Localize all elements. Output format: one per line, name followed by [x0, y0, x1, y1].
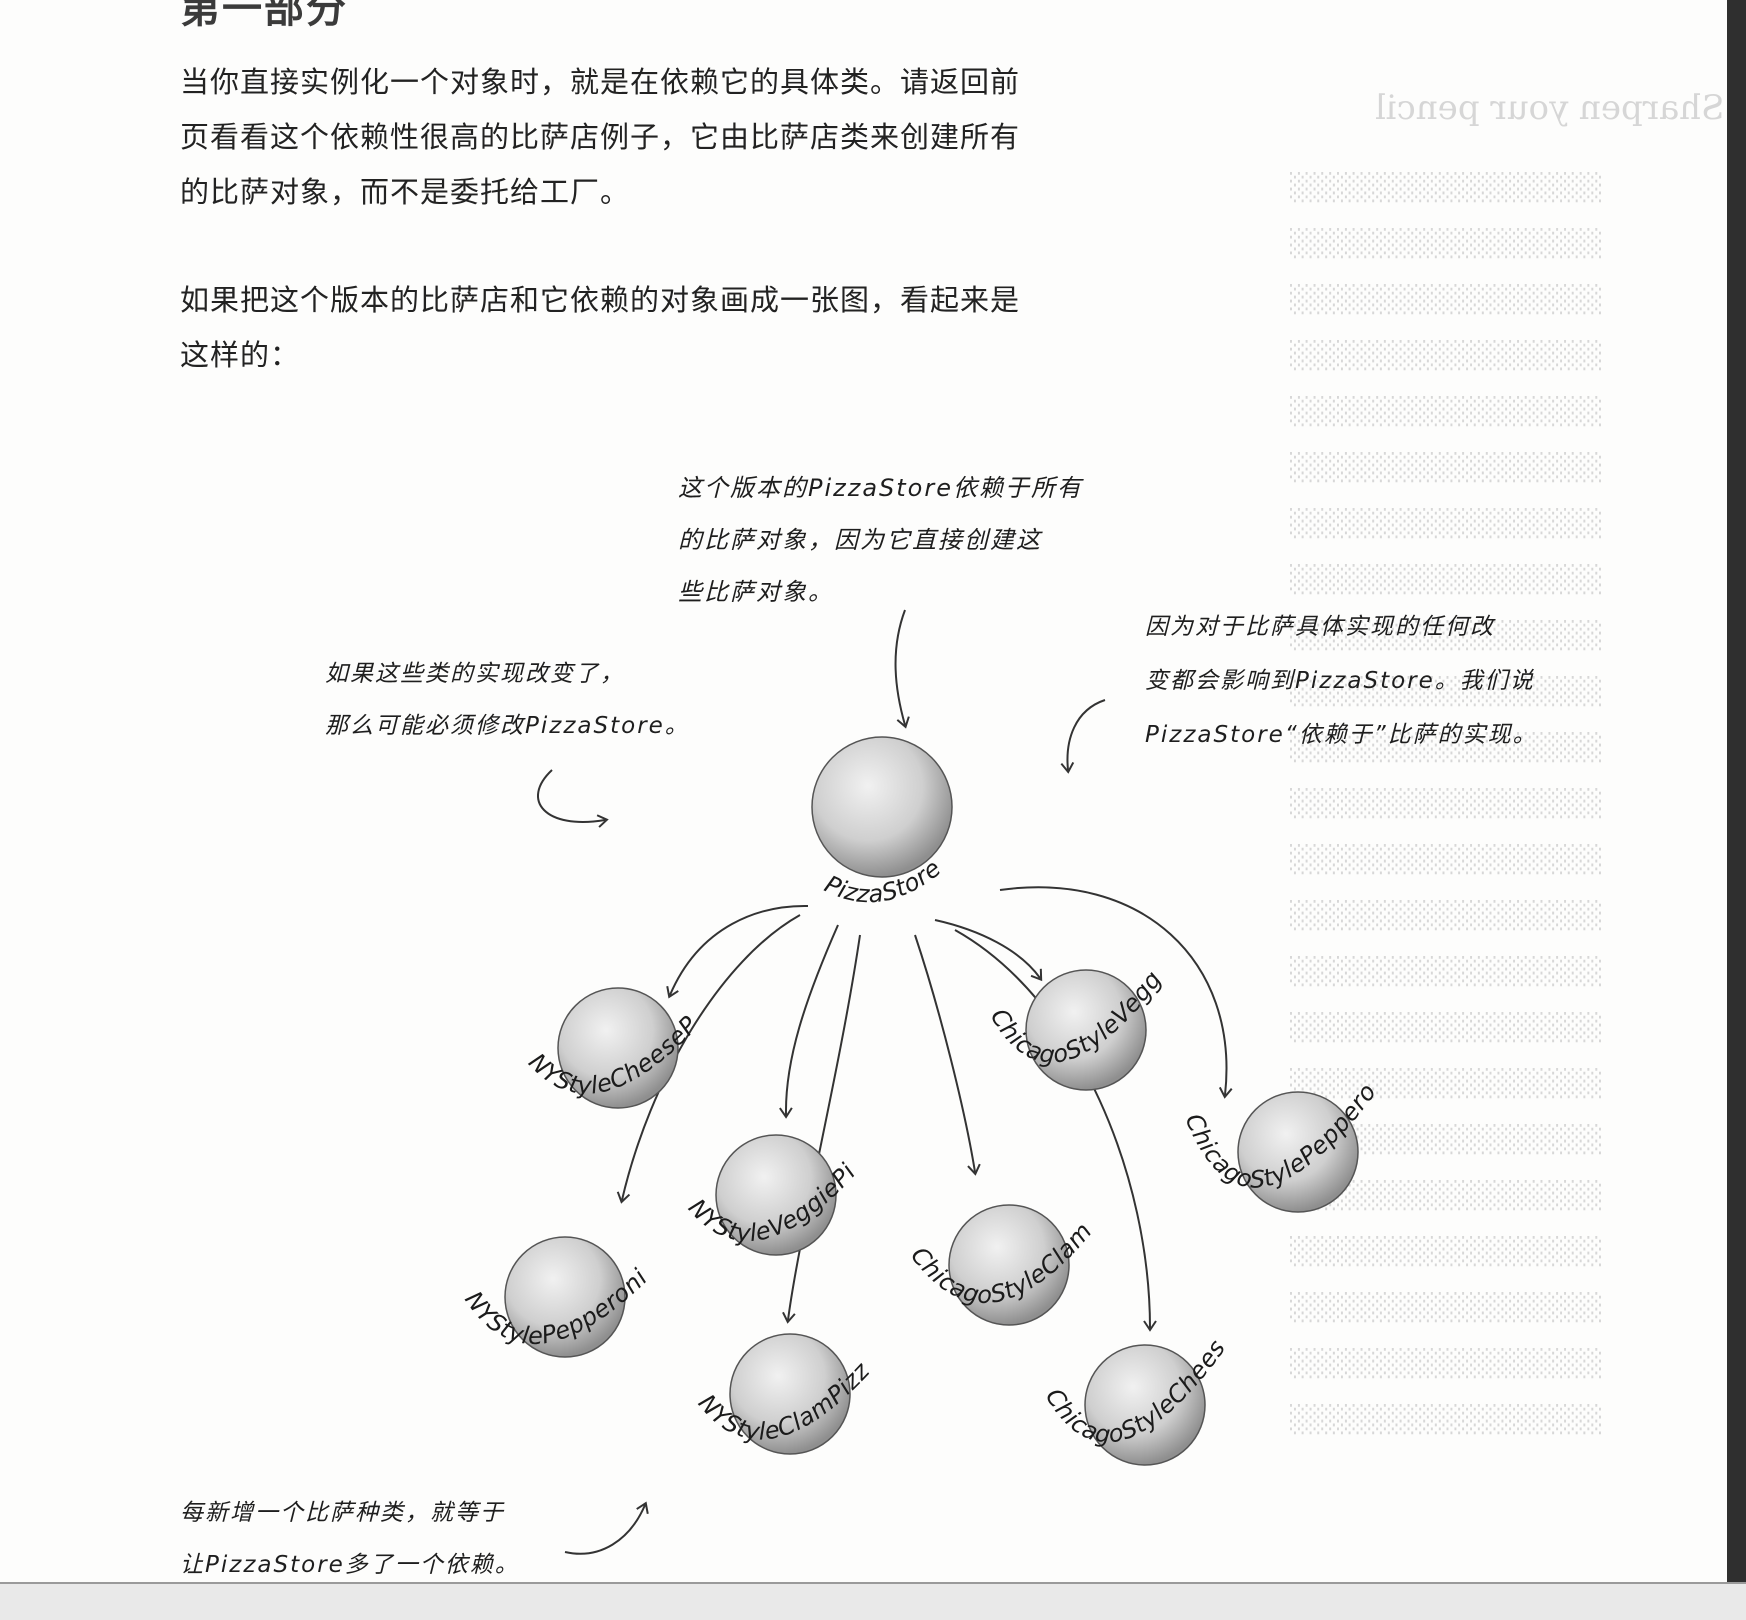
pizza-label: ChicagoStylePepperoniPizza [0, 0, 1381, 1194]
bleed-through-text: ░░░░░░░░░░░░░░░░░░░░ ░░░░░░░░░░░░░░░░░░░… [1290, 173, 1604, 1435]
pizza-node: ChicagoStyleClamPizza [0, 0, 1097, 1326]
intro-paragraph: 当你直接实例化一个对象时，就是在依赖它的具体类。请返回前 页看看这个依赖性很高的… [180, 55, 1140, 220]
paragraph-line: 如果把这个版本的比萨店和它依赖的对象画成一张图，看起来是 [180, 283, 1021, 317]
dependency-arrow [934, 919, 1043, 982]
dependency-arrow [779, 924, 839, 1119]
dependency-arrow [999, 886, 1233, 1099]
annotation-line: 这个版本的PizzaStore依赖于所有 [678, 474, 1084, 502]
annotation-bottom-left: 每新增一个比萨种类，就等于 让PizzaStore多了一个依赖。 [180, 1487, 520, 1591]
pizza-node: NYStyleVeggiePizza [0, 0, 861, 1256]
annotation-right: 因为对于比萨具体实现的任何改 变都会影响到PizzaStore。我们说 Pizz… [1145, 600, 1538, 762]
annotation-line: 的比萨对象，因为它直接创建这 [678, 526, 1042, 554]
pizza-label: ChicagoStyleVeggiePizza [0, 0, 1167, 1069]
annotation-line: 每新增一个比萨种类，就等于 [180, 1500, 505, 1526]
paragraph-line: 的比萨对象，而不是委托给工厂。 [180, 175, 631, 209]
annotation-left: 如果这些类的实现改变了， 那么可能必须修改PizzaStore。 [325, 648, 690, 752]
svg-text:ChicagoStyleVeggiePizza: ChicagoStyleVeggiePizza [0, 0, 1168, 1069]
dependency-arrow [914, 934, 981, 1176]
paragraph-line: 当你直接实例化一个对象时，就是在依赖它的具体类。请返回前 [180, 65, 1021, 99]
annotation-arrow [564, 1501, 649, 1555]
dependency-arrow [616, 914, 801, 1204]
pizzastore-node: PizzaStore [811, 736, 953, 909]
pizza-label: NYStyleVeggiePizza [0, 0, 861, 1247]
svg-text:ChicagoStylePepperoniPizza: ChicagoStylePepperoniPizza [0, 0, 1381, 1194]
pizza-node: NYStylePepperoniPizza [0, 0, 653, 1358]
svg-text:NYStylePepperoniPizza: NYStylePepperoniPizza [0, 0, 653, 1350]
page-edge-right [1727, 0, 1746, 1618]
annotation-top-center: 这个版本的PizzaStore依赖于所有 的比萨对象，因为它直接创建这 些比萨对… [678, 462, 1083, 618]
pizza-label: NYStyleCheesePizza [0, 0, 703, 1100]
annotation-line: 些比萨对象。 [678, 578, 834, 606]
paragraph-line: 页看看这个依赖性很高的比萨店例子，它由比萨店类来创建所有 [180, 120, 1021, 154]
pizza-node: ChicagoStyleVeggiePizza [0, 0, 1168, 1091]
section-header-fragment: 第一部分 [180, 0, 348, 32]
annotation-line: 那么可能必须修改PizzaStore。 [325, 713, 690, 739]
annotation-arrow [537, 769, 609, 828]
annotation-arrow [1060, 699, 1106, 774]
paragraph-line: 这样的： [180, 338, 301, 372]
annotation-arrow [894, 609, 910, 729]
diagram-intro-paragraph: 如果把这个版本的比萨店和它依赖的对象画成一张图，看起来是 这样的： [180, 273, 1140, 383]
dependency-arrow [666, 904, 809, 999]
pizza-label: ChicagoStyleClamPizza [0, 0, 1097, 1309]
svg-text:NYStyleCheesePizza: NYStyleCheesePizza [0, 0, 703, 1100]
page-edge-bottom [0, 1582, 1746, 1620]
dependency-arrow [954, 929, 1157, 1332]
pizza-node: NYStyleCheesePizza [0, 0, 703, 1109]
svg-text:NYStyleVeggiePizza: NYStyleVeggiePizza [0, 0, 861, 1247]
annotation-line: 变都会影响到PizzaStore。我们说 [1145, 668, 1535, 694]
annotation-line: 因为对于比萨具体实现的任何改 [1145, 614, 1495, 640]
dependency-arrow [782, 934, 861, 1324]
annotation-line: 如果这些类的实现改变了， [325, 661, 625, 687]
svg-text:ChicagoStyleClamPizza: ChicagoStyleClamPizza [0, 0, 1097, 1309]
annotation-line: 让PizzaStore多了一个依赖。 [180, 1552, 520, 1578]
annotation-line: PizzaStore“依赖于”比萨的实现。 [1145, 722, 1538, 748]
pizza-label: NYStylePepperoniPizza [0, 0, 653, 1350]
